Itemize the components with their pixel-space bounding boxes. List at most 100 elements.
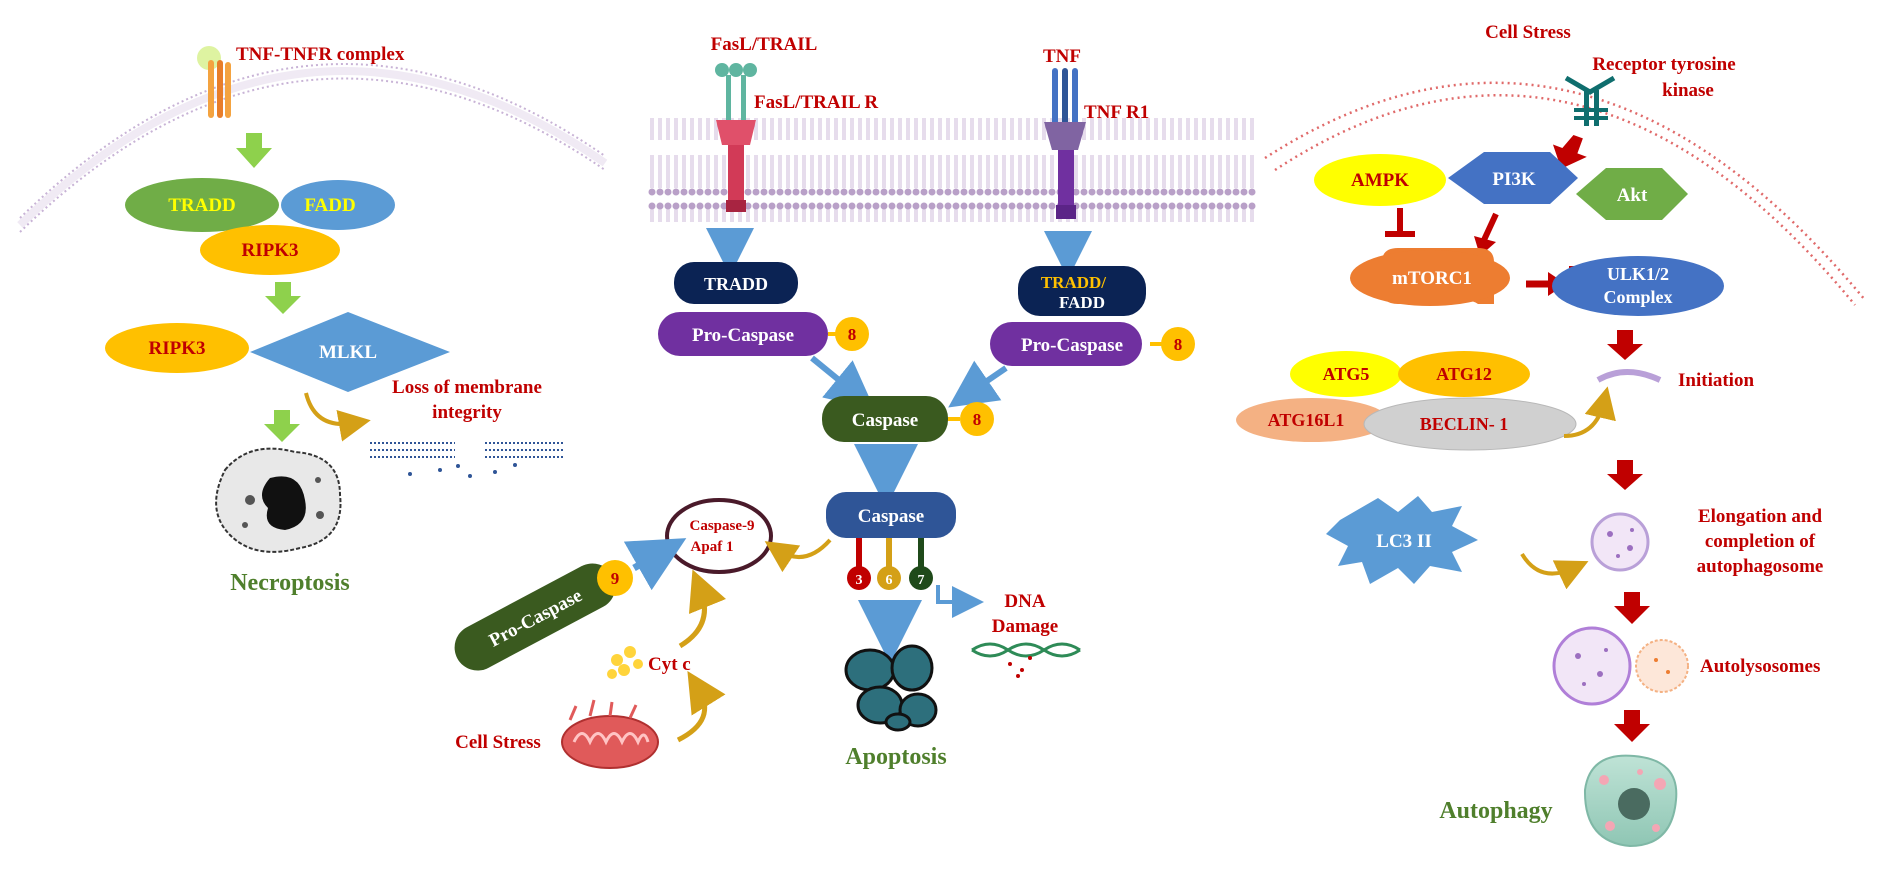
apoptosis-panel: FasL/TRAIL FasL/TRAIL R TNF TNF R1 TRADD… <box>454 34 1256 770</box>
beclin-label: BECLIN- 1 <box>1420 414 1509 434</box>
elongation-label-2: completion of <box>1705 531 1816 552</box>
arrow-pro-left-to-caspase <box>810 355 875 410</box>
pro-caspase-9-node <box>454 563 616 671</box>
cyt-c-label: Cyt c <box>648 654 691 675</box>
eight-center-label: 8 <box>973 410 982 429</box>
apoptosis-title: Apoptosis <box>845 744 946 770</box>
arrow-pro9-to-apoptosome <box>623 538 687 591</box>
initiation-label: Initiation <box>1678 370 1754 391</box>
arrow-ulk-initiation <box>1607 330 1643 360</box>
nine-label: 9 <box>611 569 620 588</box>
lc3-ii-node <box>1326 496 1478 584</box>
pro-caspase-left-label: Pro-Caspase <box>692 325 794 346</box>
ampk-node <box>1314 154 1446 206</box>
akt-node <box>1576 168 1688 220</box>
autophagosome-icon <box>1590 512 1650 572</box>
tradd-node <box>125 178 279 232</box>
arrow-autolysosome-cell <box>1614 710 1650 742</box>
rtk-label-1: Receptor tyrosine <box>1592 54 1735 75</box>
caspase9-label: Caspase-9 <box>689 518 754 534</box>
arrow-lc3-autophagosome <box>1520 552 1589 590</box>
ripk3-left-label: RIPK3 <box>149 338 206 359</box>
arrow-pi3k-mtorc1 <box>1481 212 1499 242</box>
apaf1-label: Apaf 1 <box>691 539 734 555</box>
tradd-left-label: TRADD <box>704 274 768 294</box>
arrow-apoptosome-to-caspase <box>764 538 832 573</box>
ripk3-top-label: RIPK3 <box>242 240 299 261</box>
elongation-label-3: autophagosome <box>1697 556 1824 577</box>
mlkl-node <box>250 312 450 392</box>
rtk-label-2: kinase <box>1662 80 1714 101</box>
akt-label: Akt <box>1617 185 1648 206</box>
autophagy-membrane-inner <box>1274 94 1856 306</box>
ulk-label-1: ULK1/2 <box>1607 264 1669 284</box>
pi3k-label: PI3K <box>1492 169 1536 190</box>
pro-caspase-right-node <box>990 322 1142 366</box>
ulk-label-2: Complex <box>1604 287 1673 307</box>
dna-damage-label-1: DNA <box>1004 591 1045 612</box>
fasl-trail-label: FasL/TRAIL <box>711 34 818 55</box>
apoptosome-node <box>665 498 773 574</box>
caspase-8-badge-left <box>835 317 869 351</box>
receptor-tyrosine-kinase-icon <box>1564 75 1616 126</box>
ripk3-top-node <box>200 225 340 275</box>
fasl-trail-r-label: FasL/TRAIL R <box>754 92 878 113</box>
tradd-fadd-label-2: FADD <box>1059 293 1105 312</box>
lc3-ii-label: LC3 II <box>1376 531 1431 552</box>
tnf-r1-label: TNF R1 <box>1084 102 1149 123</box>
tradd-fadd-label-1: TRADD/ <box>1041 273 1106 292</box>
tradd-fadd-node <box>1018 266 1146 316</box>
arrow-to-dna-damage <box>936 585 984 618</box>
tnf-receptor-icon <box>197 46 231 118</box>
atg5-node <box>1290 351 1402 397</box>
cyt-c-icon <box>607 646 643 679</box>
autophagy-cell-stress-label: Cell Stress <box>1485 22 1571 43</box>
fadd-label: FADD <box>304 195 355 216</box>
pro-caspase-right-label: Pro-Caspase <box>1021 335 1123 356</box>
arrow-cytc-to-apoptosome <box>678 569 727 649</box>
loss-membrane-arrow <box>304 392 371 442</box>
atg12-label: ATG12 <box>1436 364 1492 384</box>
caspase-6-badge <box>877 566 901 590</box>
eight-right-label: 8 <box>1174 335 1183 354</box>
caspase-3-badge <box>847 566 871 590</box>
caspase-initiator-node <box>822 396 948 442</box>
loss-membrane-label-2: integrity <box>432 402 502 423</box>
green-arrow-3 <box>264 410 300 442</box>
necrotic-cell-icon <box>215 447 342 553</box>
autophagy-panel: Cell Stress Receptor tyrosine kinase AMP… <box>1236 22 1866 848</box>
arrow-pro-right-to-caspase <box>948 360 1008 408</box>
loss-membrane-label-1: Loss of membrane <box>392 377 542 398</box>
dna-damage-label-2: Damage <box>992 616 1058 637</box>
tnf-label: TNF <box>1043 46 1081 67</box>
caspase-8-badge-center <box>960 402 994 436</box>
mtorc1-label: mTORC1 <box>1392 268 1472 289</box>
autophagic-cell-icon <box>1583 754 1678 848</box>
mlkl-label: MLKL <box>319 342 377 363</box>
tnf-r1-receptor-icon <box>1044 68 1086 219</box>
arrow-beclin-initiation <box>1563 386 1616 438</box>
ruptured-membrane-icon <box>370 442 565 478</box>
necroptosis-title: Necroptosis <box>230 570 350 596</box>
necroptosis-panel: TNF-TNFR complex TRADD FADD RIPK3 RIPK3 … <box>17 44 608 596</box>
mitochondrion-icon <box>561 699 659 769</box>
dna-strand-icon <box>971 642 1081 678</box>
elongation-label-1: Elongation and <box>1698 506 1823 527</box>
autolysosomes-label: Autolysosomes <box>1700 656 1820 677</box>
necroptosis-membrane-inner <box>19 63 606 219</box>
atg16l1-node <box>1236 398 1388 442</box>
caspase-executioner-node <box>826 492 956 538</box>
apoptotic-body-icon <box>844 644 938 732</box>
arrow-mito-to-cytc <box>676 671 726 743</box>
ripk3-left-node <box>105 323 249 373</box>
caspase-initiator-label: Caspase <box>852 410 919 431</box>
autolysosome-icon <box>1552 626 1689 706</box>
autophagy-title: Autophagy <box>1439 798 1552 824</box>
caspase-6-label: 6 <box>886 573 893 588</box>
pro-caspase-left-node <box>658 312 828 356</box>
apoptosis-cell-stress-label: Cell Stress <box>455 732 541 753</box>
atg16l1-label: ATG16L1 <box>1268 410 1345 430</box>
caspase-8-badge-right <box>1161 327 1195 361</box>
pi3k-node <box>1448 152 1578 204</box>
